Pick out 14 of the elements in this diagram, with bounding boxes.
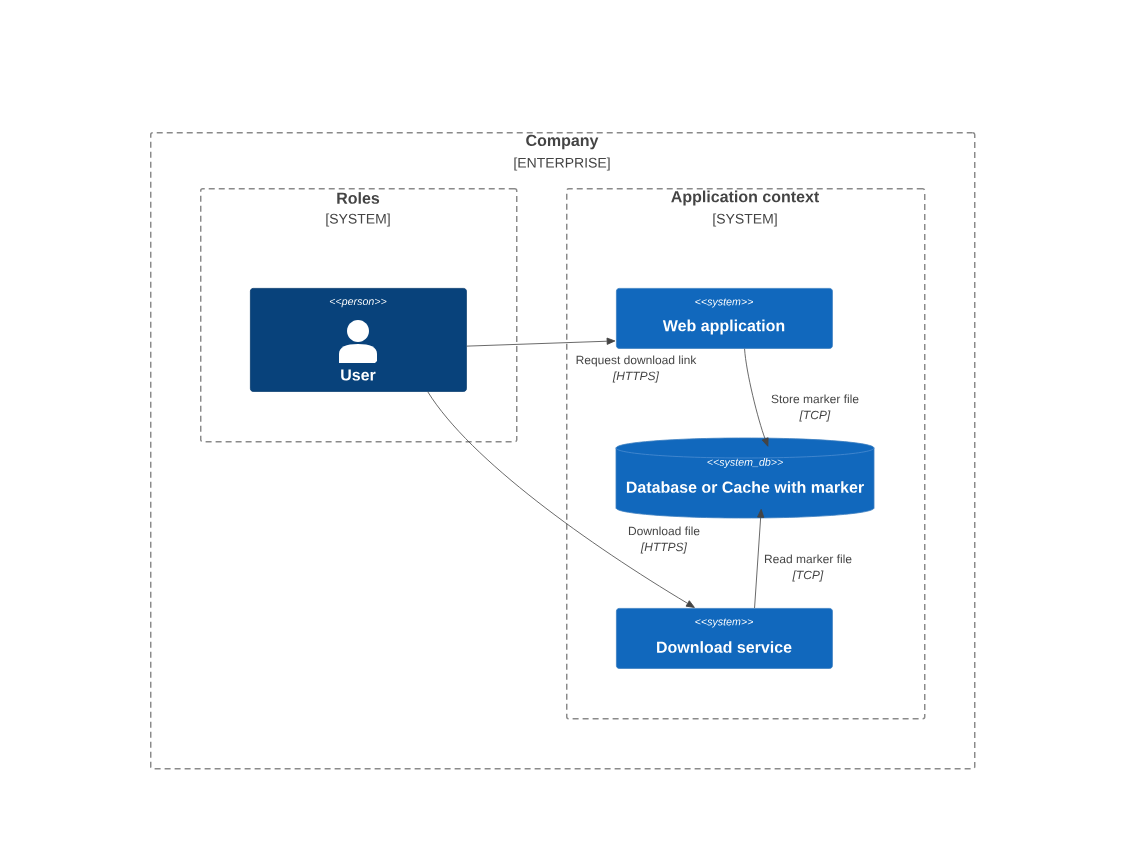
system-box: <<system>> Download service (616, 608, 833, 669)
arrow (466, 337, 616, 347)
arrow (427, 391, 695, 608)
edge-label: Store marker file [TCP] (771, 394, 859, 422)
node-label: User (341, 369, 376, 381)
person-box: <<person>> User (250, 288, 467, 392)
arrow (744, 348, 769, 447)
edge-label: Read marker file [TCP] (765, 554, 852, 582)
node-label: <<person>> (329, 298, 387, 308)
arrow (754, 508, 765, 609)
database-cylinder: <<system_db>> Database or Cache with marker (615, 437, 875, 519)
edge-label: Request download link [HTTPS] (576, 355, 697, 383)
system-box: <<system>> Web application (616, 288, 833, 349)
edge-label: Download file [HTTPS] (628, 526, 700, 554)
